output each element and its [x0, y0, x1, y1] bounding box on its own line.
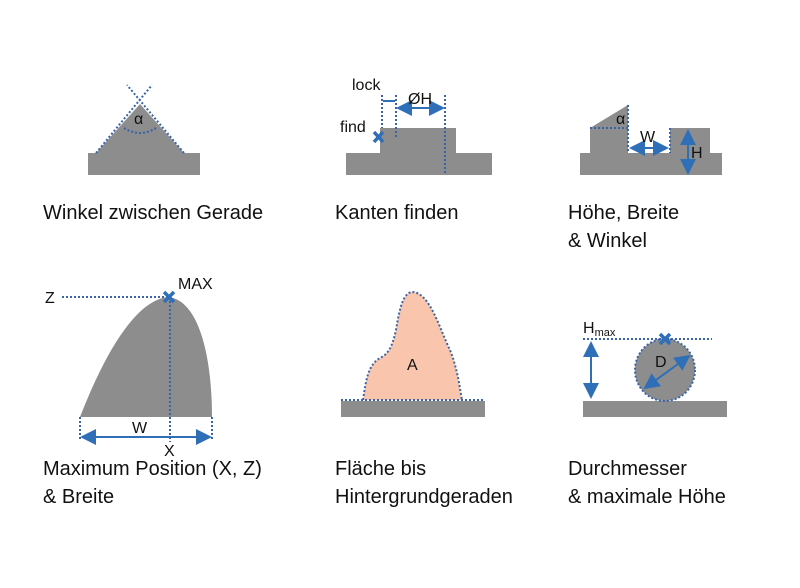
- w-label: W: [640, 129, 656, 146]
- right-block: [670, 128, 710, 154]
- base-plate: [341, 401, 485, 417]
- z-label: Z: [45, 290, 55, 307]
- base-plate: [346, 153, 492, 175]
- area-outline: [362, 290, 463, 401]
- base-plate: [583, 401, 727, 417]
- diameter-arrow: [643, 354, 691, 390]
- left-block: [590, 128, 628, 154]
- caption-diameter-1: Durchmesser: [568, 458, 687, 480]
- lock-label: lock: [352, 77, 381, 94]
- hmax-label: Hmax: [583, 320, 616, 339]
- caption-hwa-1: Höhe, Breite: [568, 202, 679, 224]
- triangle-shape: [96, 104, 184, 153]
- caption-diameter-2: & maximale Höhe: [568, 486, 726, 508]
- caption-hwa-2: & Winkel: [568, 230, 647, 252]
- caption-angle: Winkel zwischen Gerade: [43, 202, 263, 224]
- panel-diameter: Hmax D Durchmesser & maximale Höhe: [568, 320, 727, 508]
- caption-area-1: Fläche bis: [335, 458, 426, 480]
- particle-outline: [634, 338, 696, 402]
- h-label: H: [691, 145, 703, 162]
- alpha-label: α: [134, 111, 143, 128]
- right-line: [126, 84, 185, 154]
- base-plate: [88, 153, 200, 175]
- peak-shape: [80, 297, 212, 417]
- dia-label: ØH: [408, 91, 432, 108]
- panel-angle: α Winkel zwischen Gerade: [43, 84, 263, 224]
- angle-arc: [123, 127, 157, 134]
- caption-maxpos-1: Maximum Position (X, Z): [43, 458, 262, 480]
- max-subscript: max: [595, 327, 616, 339]
- d-label: D: [655, 354, 667, 371]
- find-cross-icon: [372, 130, 385, 144]
- caption-maxpos-2: & Breite: [43, 486, 114, 508]
- panel-height-width-angle: α W H Höhe, Breite & Winkel: [568, 105, 722, 252]
- h-text: H: [583, 320, 595, 337]
- alpha-label: α: [616, 111, 625, 128]
- area-shape: [363, 292, 462, 400]
- slope: [590, 105, 628, 128]
- w-label: W: [132, 420, 148, 437]
- find-label: find: [340, 119, 366, 136]
- panel-area: A Fläche bis Hintergrundgeraden: [335, 290, 513, 508]
- caption-area-2: Hintergrundgeraden: [335, 486, 513, 508]
- max-label: MAX: [178, 276, 213, 293]
- max-cross-icon: [658, 332, 672, 346]
- caption-edges: Kanten finden: [335, 202, 458, 224]
- panel-edges: lock find ØH Kanten finden: [335, 77, 492, 224]
- max-cross-icon: [162, 290, 176, 304]
- panel-max-position: Z MAX W X Maximum Position (X, Z) & Brei…: [43, 276, 262, 508]
- x-label: X: [164, 443, 175, 460]
- left-line: [95, 84, 153, 154]
- a-label: A: [407, 357, 418, 374]
- raised-block: [380, 128, 456, 154]
